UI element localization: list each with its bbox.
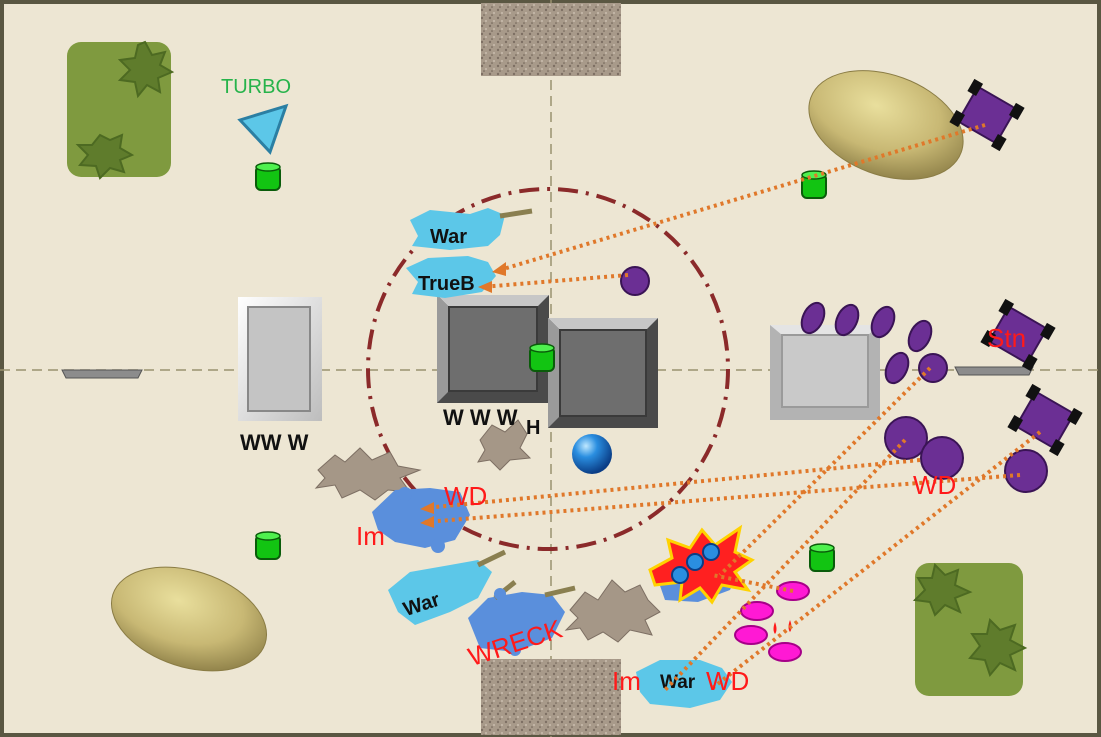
status-label-im: Im (356, 521, 385, 551)
block-center-right[interactable] (548, 318, 658, 428)
hill-top-right[interactable] (794, 51, 979, 200)
enemy-car-right[interactable] (1007, 383, 1083, 457)
fire-lines (424, 123, 1042, 692)
forest-top-left[interactable] (67, 40, 175, 180)
arena-ring (366, 187, 730, 551)
ally-car-damaged-im[interactable] (372, 487, 470, 553)
hill-bottom-left[interactable] (98, 549, 280, 690)
objective-marker[interactable] (529, 343, 555, 372)
enemy-unit-group[interactable] (620, 266, 1048, 493)
objective-marker[interactable] (809, 543, 835, 572)
wall-right[interactable] (954, 366, 1034, 376)
status-label-im: Im (612, 666, 641, 696)
ally-car-war-top[interactable]: War (410, 208, 533, 250)
turbo-label: TURBO (221, 76, 291, 98)
debris-center (477, 419, 532, 471)
status-label-wd: WD (444, 481, 487, 511)
gravel-zone-bottom (481, 659, 621, 735)
ally-car-wreck[interactable] (468, 580, 576, 656)
status-label-stunned: Stn (987, 323, 1026, 353)
objective-marker[interactable] (255, 162, 281, 191)
debris-bottom (564, 579, 661, 643)
status-label-wd: WD (706, 666, 749, 696)
wreck-marker-center: W W W (443, 405, 518, 430)
enemy-car-stunned[interactable] (980, 298, 1056, 372)
wall-left[interactable] (61, 369, 143, 379)
ally-car-exploding[interactable] (648, 524, 755, 605)
trueb-label: TrueB (418, 273, 475, 295)
ally-car-war-bottom-right[interactable]: War (636, 660, 732, 708)
turbo-triangle-icon[interactable] (237, 103, 289, 155)
bunker-left[interactable] (238, 297, 322, 421)
ally-car-trueb[interactable]: TrueB (406, 256, 496, 298)
enemy-car-top-right[interactable] (949, 78, 1025, 152)
ally-car-war-bottom[interactable]: War (388, 549, 507, 625)
forest-bottom-right[interactable] (912, 563, 1028, 696)
wreck-marker-hazard: H (526, 417, 540, 439)
wreck-marker-left: WW W (240, 430, 309, 455)
gravel-zone-top (481, 3, 621, 76)
fire-line-arrowheads (420, 262, 506, 528)
status-label-wd: WD (913, 470, 956, 500)
objective-marker[interactable] (255, 531, 281, 560)
war-label: War (660, 672, 696, 693)
power-orb[interactable] (572, 434, 612, 474)
bunker-right[interactable] (770, 325, 880, 420)
casualty-tokens (734, 581, 810, 662)
debris-left (314, 447, 422, 501)
war-label: War (430, 226, 467, 248)
